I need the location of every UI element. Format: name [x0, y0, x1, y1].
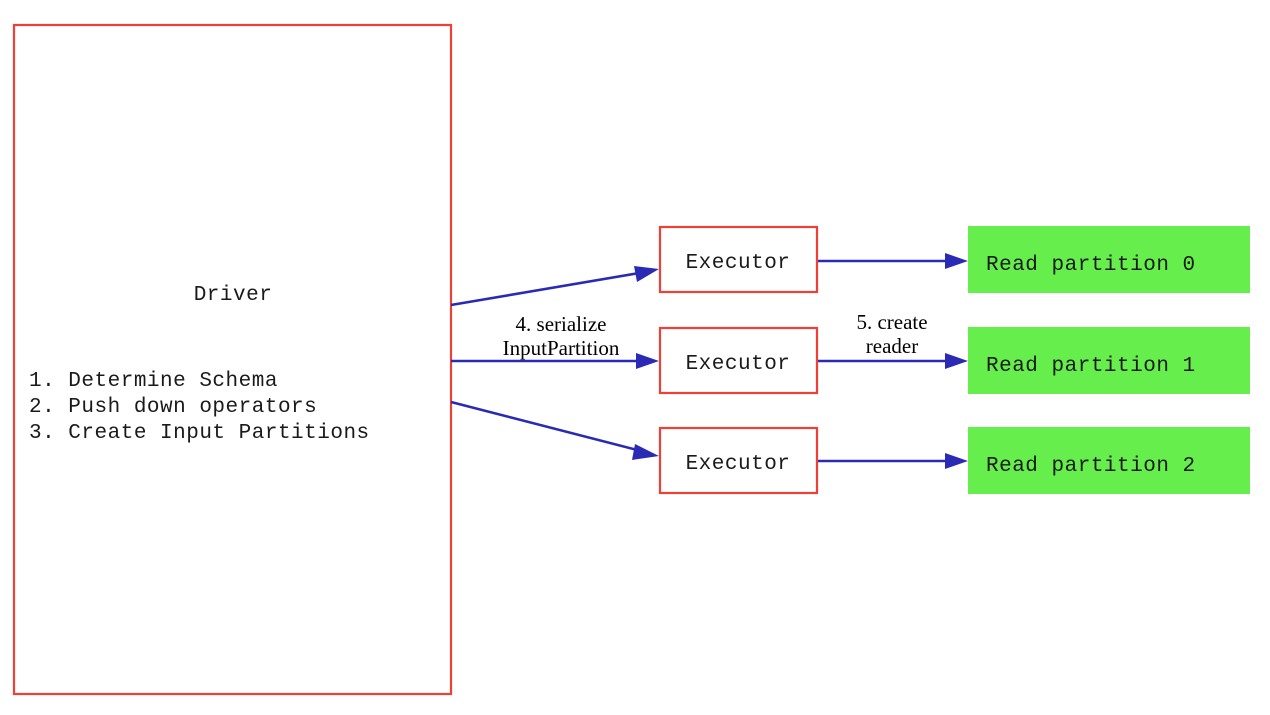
- edge-label-create-reader-line2: reader: [866, 334, 918, 358]
- partition-box-2[interactable]: [968, 427, 1250, 494]
- partition-box-1[interactable]: [968, 327, 1250, 394]
- executor-label-2: Executor: [686, 353, 791, 376]
- arrow-driver-to-executor-3: [450, 400, 659, 460]
- driver-step-1: 1. Determine Schema: [29, 370, 278, 393]
- driver-step-3: 3. Create Input Partitions: [29, 422, 370, 445]
- edge-label-serialize-line1: 4. serialize: [516, 312, 607, 336]
- partition-label-2: Read partition 2: [986, 455, 1196, 478]
- partition-label-1: Read partition 1: [986, 355, 1196, 378]
- driver-step-2: 2. Push down operators: [29, 396, 317, 419]
- partition-box-0[interactable]: [968, 226, 1250, 293]
- driver-box[interactable]: [12, 23, 453, 696]
- arrow-driver-to-executor-2: [451, 353, 659, 369]
- arrow-executor-to-partition-3: [818, 453, 968, 469]
- executor-box-1[interactable]: [658, 225, 819, 294]
- partition-label-0: Read partition 0: [986, 254, 1196, 277]
- executor-label-3: Executor: [686, 453, 791, 476]
- executor-box-3[interactable]: [658, 426, 819, 495]
- driver-title: Driver: [194, 284, 273, 307]
- arrow-executor-to-partition-1: [818, 253, 968, 269]
- edge-label-create-reader-line1: 5. create: [856, 310, 927, 334]
- executor-box-2[interactable]: [658, 326, 819, 395]
- edge-label-serialize-line2: InputPartition: [503, 336, 620, 360]
- arrow-driver-to-executor-1: [450, 266, 659, 307]
- arrow-executor-to-partition-2: [818, 353, 968, 369]
- executor-label-1: Executor: [686, 252, 791, 275]
